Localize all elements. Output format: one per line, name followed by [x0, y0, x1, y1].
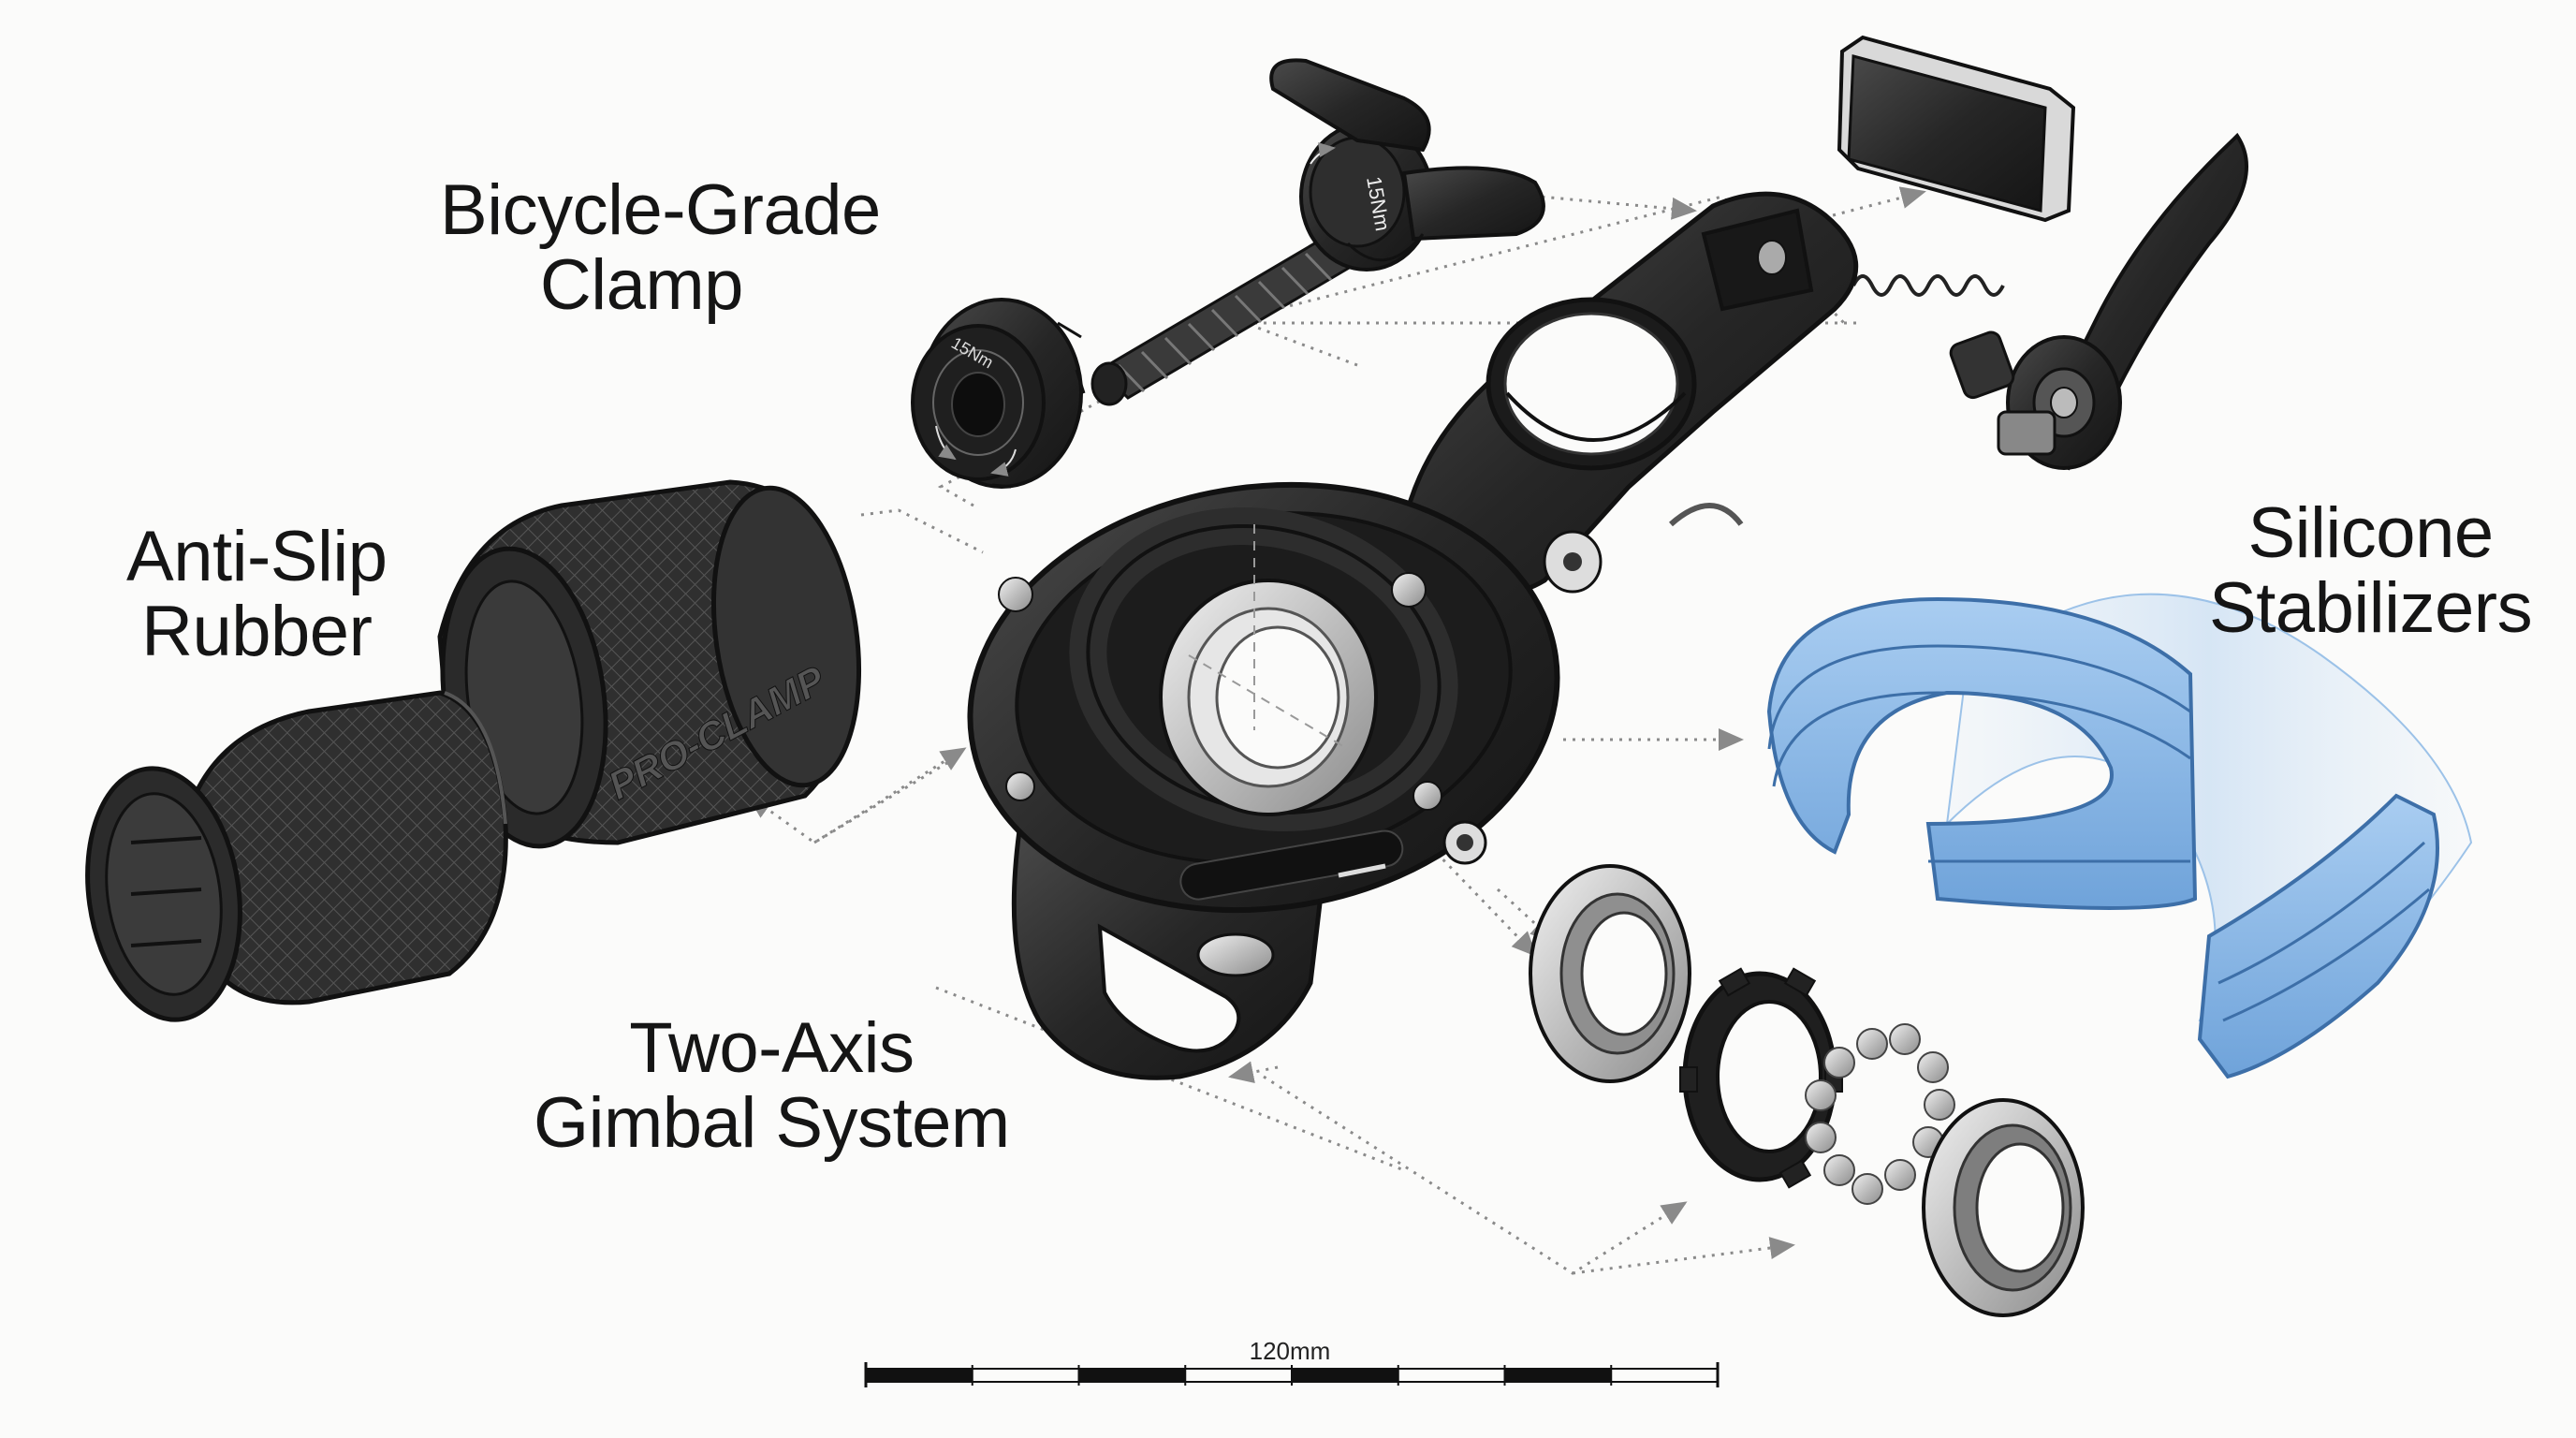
label-gimbal-line-1: Two-Axis [629, 1008, 915, 1088]
scale-bar-segment [1078, 1369, 1186, 1382]
label-clamp-line-2: Clamp [539, 245, 744, 325]
rubber-pad [1837, 35, 2076, 223]
label-rubber-line-2: Rubber [141, 592, 373, 671]
scale-bar-label: 120mm [1250, 1337, 1331, 1365]
label-bicycle-grade-clamp: Bicycle-Grade Clamp [440, 173, 881, 323]
scale-bar-segment [1292, 1369, 1398, 1382]
scale-bar-segments [865, 1365, 1613, 1386]
quick-release-lever [1852, 132, 2248, 471]
scale-bar: 120mm [864, 1337, 1720, 1387]
torque-nut: 15Nm [911, 298, 1086, 489]
silicone-stabilizers [1766, 593, 2473, 1079]
label-silicone-line-2: Stabilizers [2209, 568, 2533, 648]
label-clamp-line-1: Bicycle-Grade [440, 170, 881, 250]
label-silicone-line-1: Silicone [2247, 493, 2494, 573]
label-rubber-line-1: Anti-Slip [126, 517, 388, 596]
bearing-stack [1529, 864, 2085, 1317]
gimbal-frame [967, 481, 1560, 1080]
clamp-knob-bolt: 15Nm [1090, 58, 1545, 406]
rubber-sleeve-rear: PRO-CLAMP [437, 479, 862, 849]
scale-bar-segment [866, 1369, 973, 1382]
label-anti-slip-rubber: Anti-Slip Rubber [126, 520, 388, 669]
label-silicone-stabilizers: Silicone Stabilizers [2209, 493, 2533, 648]
bicycle-clamp-body [1401, 191, 1859, 595]
label-two-axis-gimbal: Two-Axis Gimbal System [534, 1011, 1010, 1161]
scale-bar-segment [1504, 1369, 1612, 1382]
rubber-sleeve-front [85, 690, 508, 1022]
label-gimbal-line-2: Gimbal System [534, 1083, 1010, 1163]
